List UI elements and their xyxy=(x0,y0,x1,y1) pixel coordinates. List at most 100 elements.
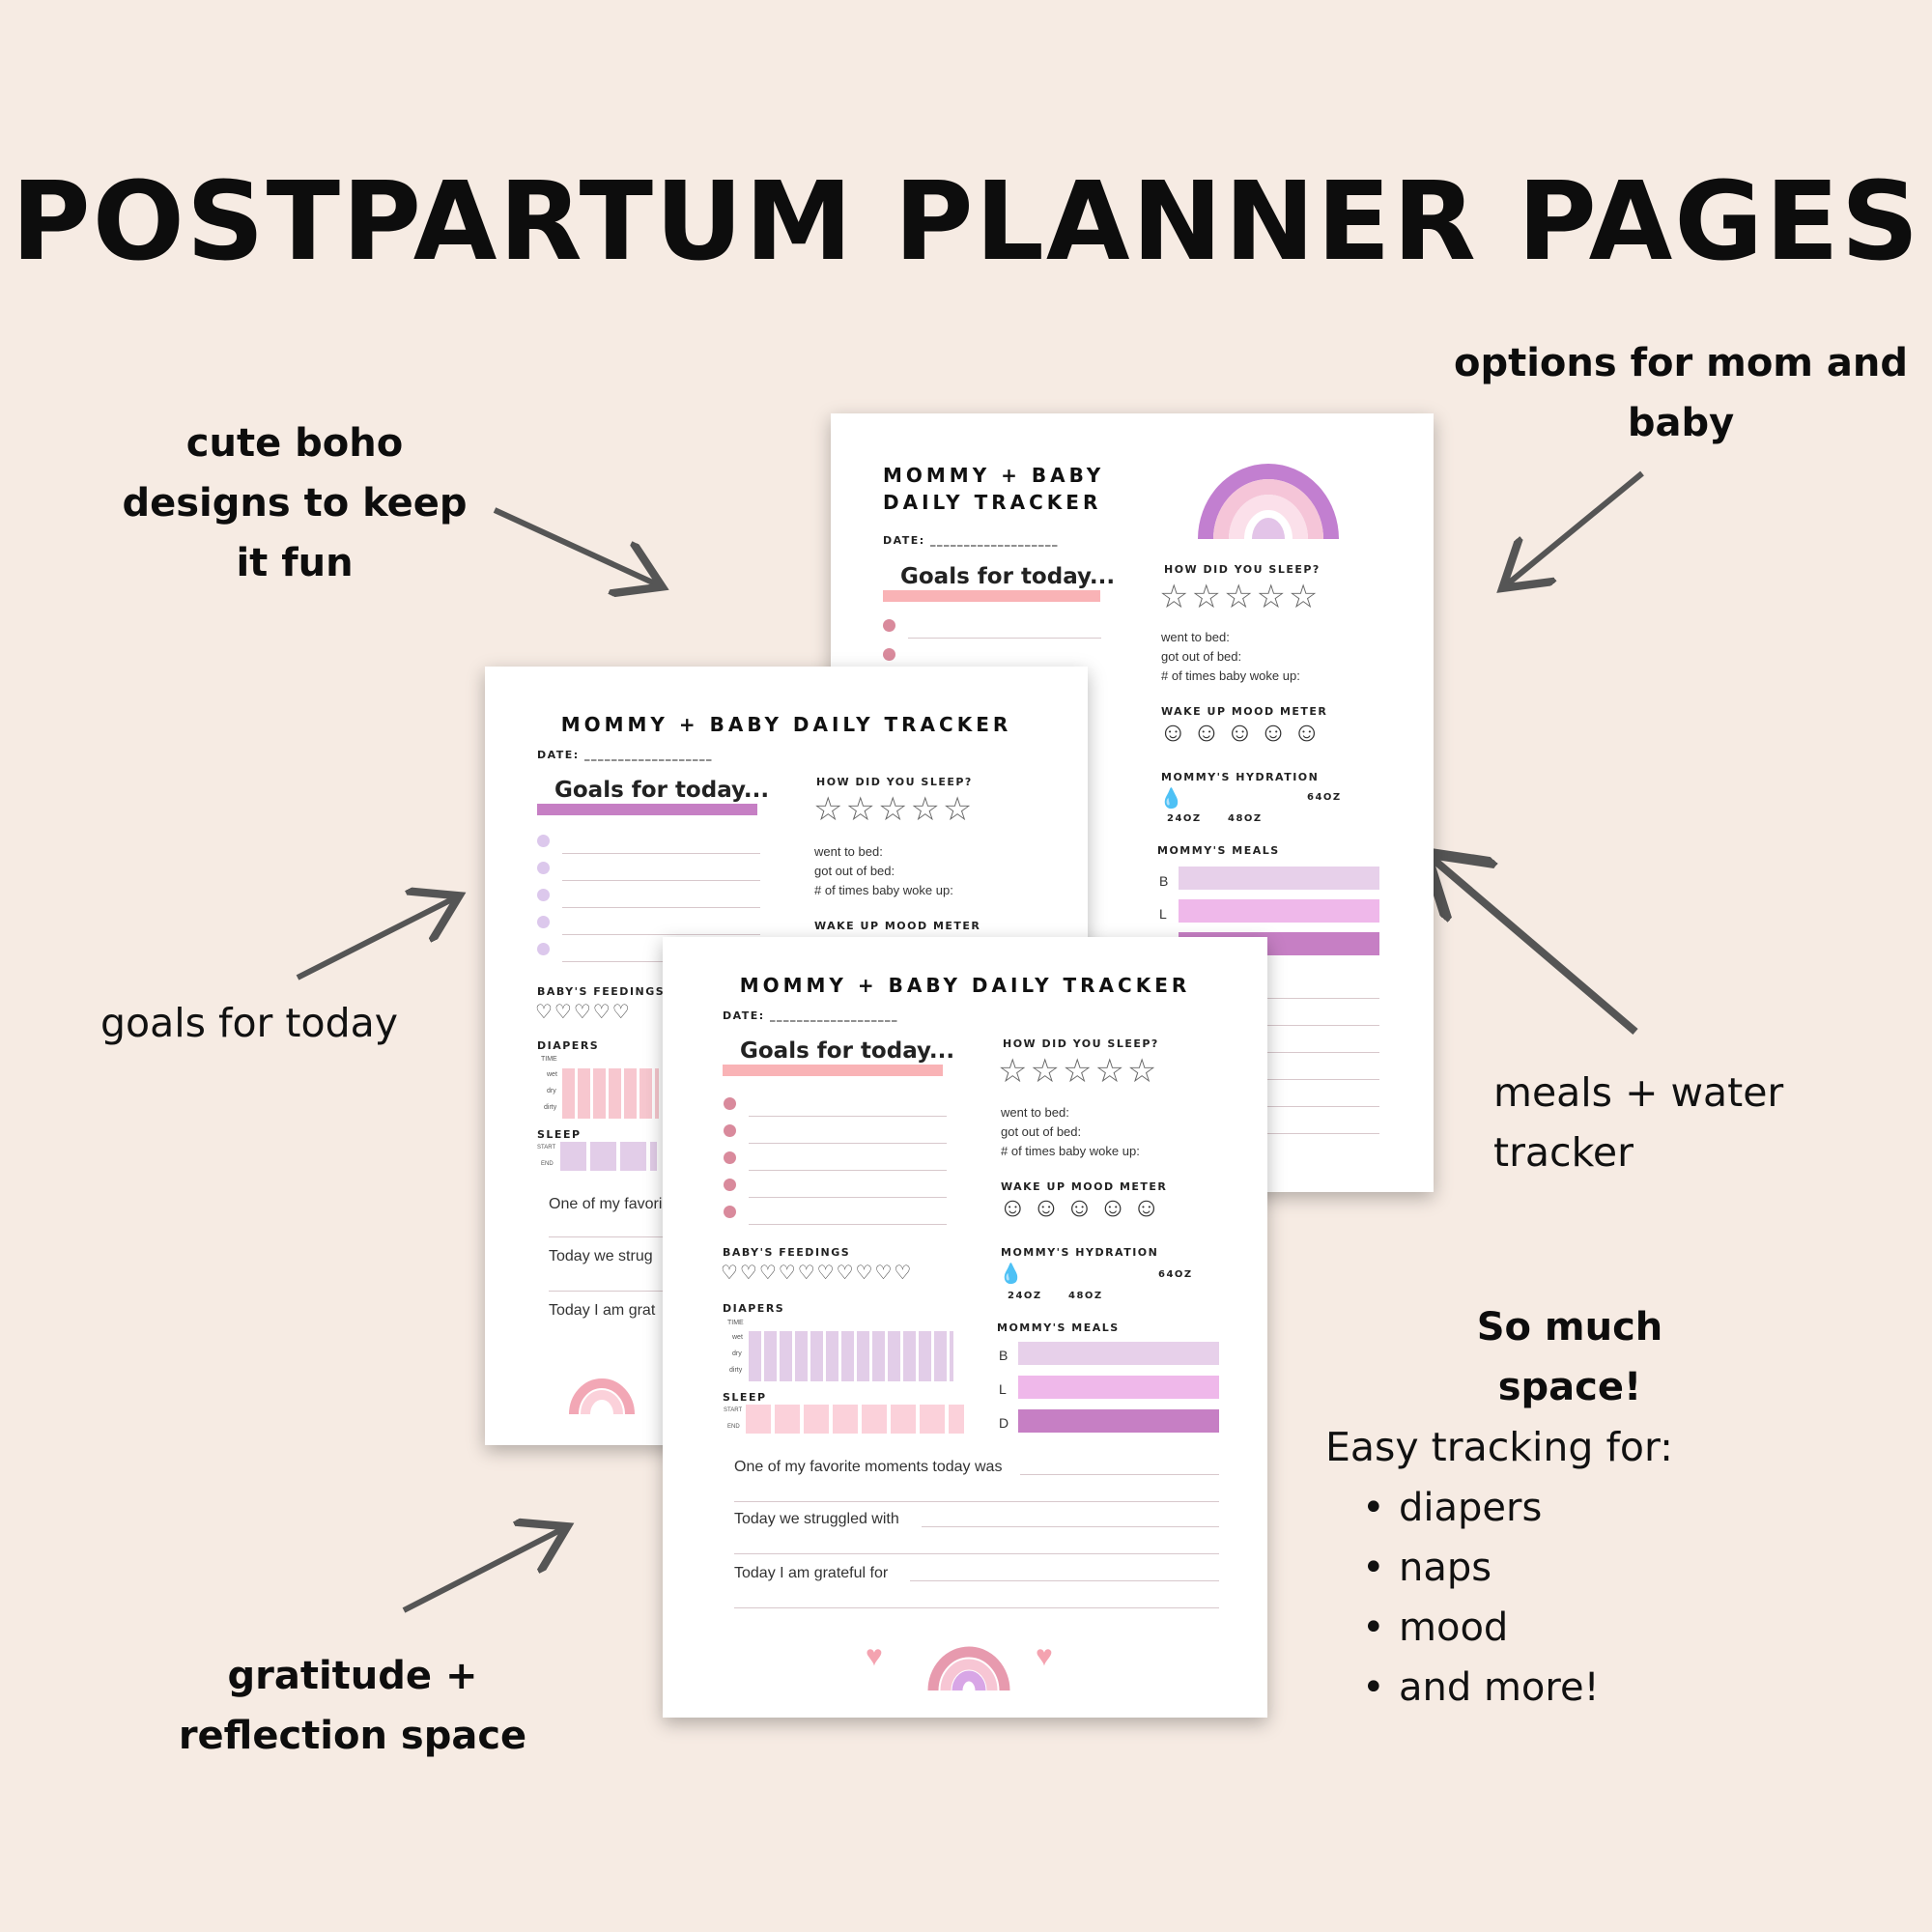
rainbow-icon xyxy=(1198,464,1339,539)
sleep-grid xyxy=(746,1405,964,1434)
hydration-48oz: 48OZ xyxy=(1068,1291,1103,1301)
callout-boho: cute boho designs to keep it fun xyxy=(122,421,468,585)
goals-banner xyxy=(537,804,757,815)
meal-b-label: B xyxy=(1159,873,1169,889)
hydration-heading: MOMMY'S HYDRATION xyxy=(1001,1246,1159,1259)
reflection-grateful: Today I am grateful for xyxy=(734,1565,889,1581)
meal-l-bar xyxy=(1018,1376,1219,1399)
meal-line xyxy=(1179,1106,1379,1107)
reflection-struggle: Today we struggled with xyxy=(734,1511,899,1527)
goals-banner xyxy=(723,1065,943,1076)
goal-line xyxy=(562,853,760,854)
callout-goals: goals for today xyxy=(100,1000,399,1046)
meal-line xyxy=(1179,1079,1379,1080)
sleep-heading: HOW DID YOU SLEEP? xyxy=(816,776,973,788)
goals-heading: Goals for today... xyxy=(900,564,1116,589)
page-title: POSTPARTUM PLANNER PAGES xyxy=(11,159,1921,285)
goal-line xyxy=(562,907,760,908)
sleep-details: went to bed: got out of bed: # of times … xyxy=(1161,630,1300,683)
list-item: •naps xyxy=(1362,1546,1492,1590)
tracker-title: MOMMY + BABY DAILY TRACKER xyxy=(560,713,1012,736)
meal-b-bar xyxy=(1018,1342,1219,1365)
goal-bullet xyxy=(537,916,550,928)
meal-line xyxy=(1179,998,1379,999)
sleep-heading: HOW DID YOU SLEEP? xyxy=(1003,1037,1159,1050)
diapers-wet: wet xyxy=(547,1071,557,1078)
diapers-heading: DIAPERS xyxy=(537,1039,600,1052)
meals-heading: MOMMY'S MEALS xyxy=(1157,844,1280,857)
sleep-details: went to bed: got out of bed: # of times … xyxy=(814,844,953,897)
goal-bullet xyxy=(537,862,550,874)
goal-bullet xyxy=(724,1179,736,1191)
reflection-line xyxy=(549,1291,665,1292)
goal-bullet xyxy=(883,619,895,632)
hydration-heading: MOMMY'S HYDRATION xyxy=(1161,771,1320,783)
goal-bullet xyxy=(537,889,550,901)
meal-b-bar xyxy=(1179,867,1379,890)
reflection-moment: One of my favori xyxy=(549,1196,663,1212)
diapers-time: TIME xyxy=(727,1320,744,1326)
reflection-line xyxy=(922,1526,1219,1527)
meal-l-label: L xyxy=(999,1381,1007,1397)
reflection-moment: One of my favorite moments today was xyxy=(734,1459,1003,1475)
goal-bullet xyxy=(724,1151,736,1164)
hydration-24oz: 24OZ xyxy=(1167,813,1202,824)
feedings-heading: BABY'S FEEDINGS xyxy=(537,985,666,998)
goal-line xyxy=(749,1170,947,1171)
sleep-start-label: START xyxy=(537,1145,556,1151)
arrow-gratitude xyxy=(402,1529,562,1613)
arrow-meals xyxy=(1432,858,1638,1036)
callout-meals: meals + water tracker xyxy=(1493,1069,1784,1176)
sleep-end-label: END xyxy=(541,1161,554,1167)
list-item: •diapers xyxy=(1362,1486,1543,1530)
date-label: DATE: ___________________ xyxy=(537,749,714,761)
goals-heading: Goals for today... xyxy=(554,778,770,803)
sleep-start-label: START xyxy=(724,1407,743,1413)
diapers-dry: dry xyxy=(547,1088,556,1094)
mood-heading: WAKE UP MOOD METER xyxy=(1161,705,1328,718)
planner-page-front: MOMMY + BABY DAILY TRACKER DATE: _______… xyxy=(663,937,1267,1718)
meal-l-bar xyxy=(1179,899,1379,923)
diapers-wet: wet xyxy=(732,1334,743,1341)
sleep-heading: HOW DID YOU SLEEP? xyxy=(1164,563,1321,576)
sleep-stars: ☆☆☆☆☆ xyxy=(813,791,976,828)
goal-line xyxy=(749,1197,947,1198)
mood-faces: ☺☺☺☺☺ xyxy=(1159,717,1326,747)
reflection-line xyxy=(734,1607,1219,1608)
diapers-time: TIME xyxy=(541,1056,557,1063)
diaper-grid xyxy=(562,1068,659,1119)
mood-heading: WAKE UP MOOD METER xyxy=(814,920,981,932)
reflection-line xyxy=(734,1553,1219,1554)
goal-bullet xyxy=(883,648,895,661)
easy-tracking-list: •diapers •naps •mood •and more! xyxy=(1325,1478,1600,1718)
hydration-drops: 💧 xyxy=(1159,788,1184,810)
mood-heading: WAKE UP MOOD METER xyxy=(1001,1180,1168,1193)
callout-mom-baby: options for mom and baby xyxy=(1453,341,1909,445)
meal-line xyxy=(1179,1133,1379,1134)
goal-line xyxy=(562,961,760,962)
hydration-24oz: 24OZ xyxy=(1008,1291,1042,1301)
hydration-48oz: 48OZ xyxy=(1228,813,1263,824)
sleep-grid xyxy=(560,1142,657,1171)
goal-line xyxy=(749,1116,947,1117)
list-item: •mood xyxy=(1362,1605,1509,1650)
goal-line xyxy=(749,1143,947,1144)
goal-line xyxy=(562,880,760,881)
sleep-log-heading: SLEEP xyxy=(537,1128,582,1141)
goal-line xyxy=(908,638,1101,639)
diapers-heading: DIAPERS xyxy=(723,1302,785,1315)
goals-heading: Goals for today... xyxy=(740,1038,955,1064)
goal-line xyxy=(749,1224,947,1225)
sleep-stars: ☆☆☆☆☆ xyxy=(1159,579,1321,615)
heart-icon: ♥ xyxy=(1036,1640,1053,1672)
arrow-mom-baby xyxy=(1507,470,1644,584)
sleep-log-heading: SLEEP xyxy=(723,1391,767,1404)
diaper-grid xyxy=(749,1331,953,1381)
diapers-dirty: dirty xyxy=(729,1367,743,1374)
reflection-grateful: Today I am grat xyxy=(549,1302,656,1319)
meal-l-label: L xyxy=(1159,906,1167,922)
goal-bullet xyxy=(724,1206,736,1218)
reflection-line xyxy=(549,1236,665,1237)
goals-banner xyxy=(883,590,1100,602)
